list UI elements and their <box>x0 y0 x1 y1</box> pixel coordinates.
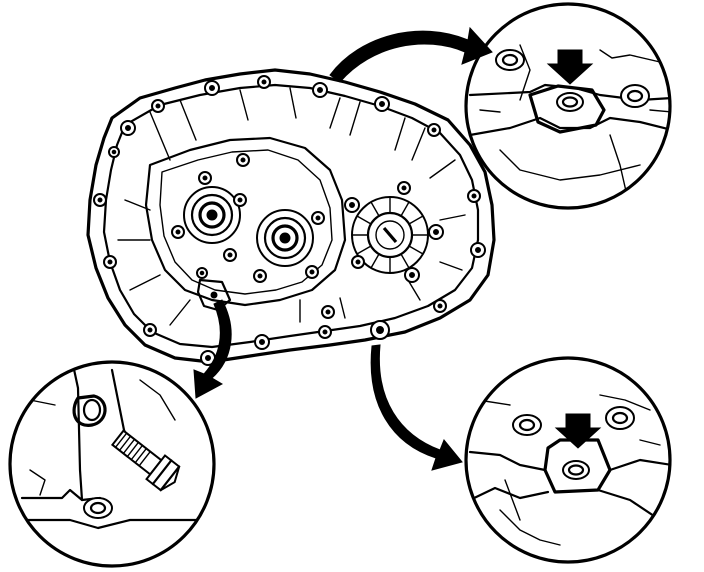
case-outer-flange <box>86 68 496 364</box>
pointer-arrow-bottom-right <box>554 413 602 449</box>
flange-bolt-bosses <box>93 75 486 366</box>
gear-chamber <box>144 136 347 307</box>
detail-top-right <box>464 2 672 210</box>
callout-arrow-bottom-right <box>370 344 463 471</box>
callout-arrow-bottom-left <box>193 299 232 399</box>
output-shaft-bearing <box>256 209 314 267</box>
input-shaft-bearing <box>183 186 241 244</box>
bolt-shaft <box>110 429 181 492</box>
callout-arrow-top-right <box>329 26 493 83</box>
detail-bottom-left <box>8 360 216 568</box>
transaxle-case <box>86 68 496 366</box>
internal-bolts <box>171 153 444 319</box>
differential-housing <box>351 196 429 274</box>
pointer-arrow-top-right <box>546 49 594 85</box>
case-ribbing <box>117 87 466 326</box>
detail-bottom-right <box>464 356 672 564</box>
